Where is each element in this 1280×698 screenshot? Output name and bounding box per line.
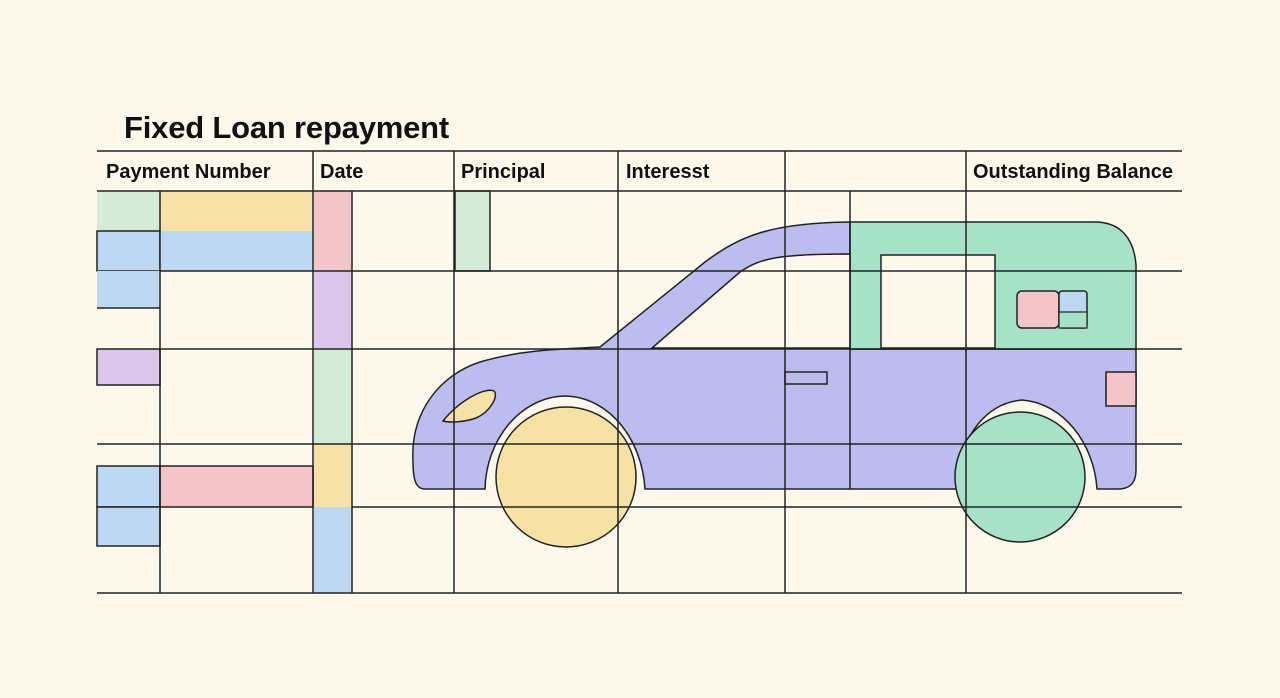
column-header-date: Date [320,161,364,183]
cell-green-r1c1 [97,191,160,231]
cell-pink-r7c2 [159,465,314,508]
car-lower-body [412,221,1137,490]
rear-bumper-light [1105,371,1137,407]
column-header-outstanding-balance: Outstanding Balance [973,161,1174,183]
headlight [441,389,497,423]
cell-blue-r8c1 [96,506,161,547]
cell-green-date3 [314,349,352,444]
cell-purple-date2 [314,271,352,349]
table-grid [97,150,1182,594]
column-header-interest: Interesst [626,161,710,183]
cell-yellow-r1c2 [160,191,313,231]
cell-yellow-date4 [314,444,352,507]
cell-blue-r7c1 [96,465,161,508]
column-header-principal: Principal [461,161,546,183]
tail-light-pink [1016,290,1060,329]
cell-blue-r2c2 [160,231,313,271]
page-title: Fixed Loan repayment [124,110,450,145]
cell-purple-r5c1 [96,348,161,386]
colored-cells [96,190,491,593]
rear-wheel [954,411,1086,543]
cell-blue-r3c1 [97,271,160,308]
car-illustration [412,221,1137,548]
cell-blue-r2c1 [96,230,161,272]
tail-light-green [1058,311,1088,329]
door-handle [784,371,828,385]
cell-pink-date1 [314,191,352,271]
rear-window [880,254,996,349]
cell-green-principal1 [454,190,491,272]
cell-blue-date5 [314,507,352,593]
column-header-payment-number: Payment Number [106,161,271,183]
front-wheel [495,406,637,548]
